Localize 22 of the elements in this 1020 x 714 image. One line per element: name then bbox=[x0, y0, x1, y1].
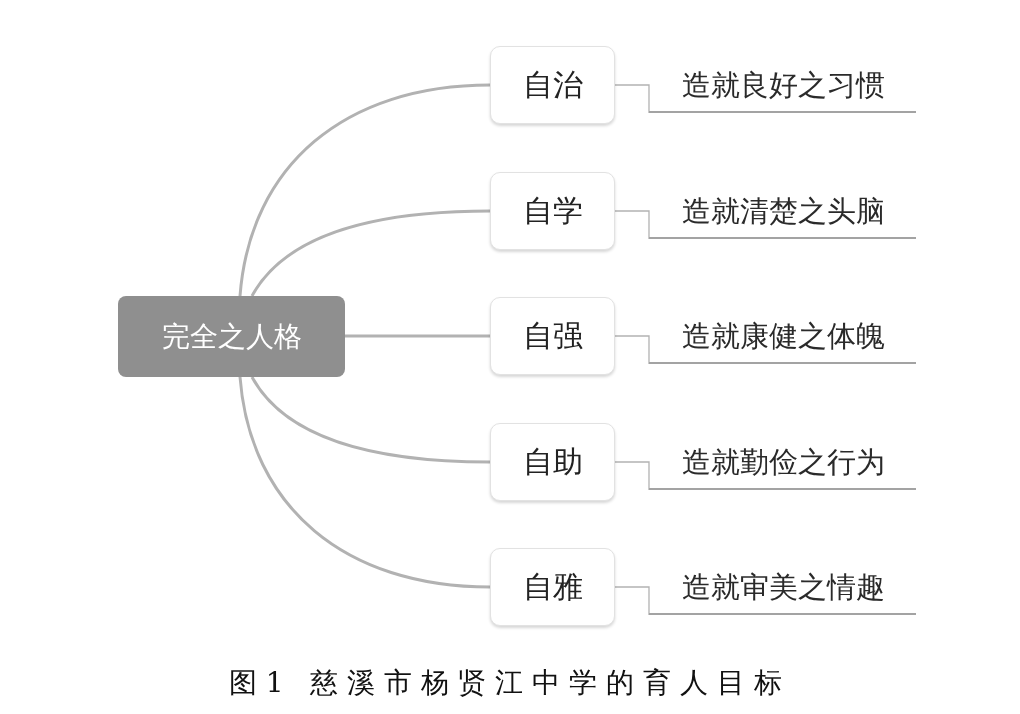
branch-line bbox=[238, 376, 491, 589]
branch-label: 造就审美之情趣 bbox=[649, 562, 916, 615]
branch-label: 造就良好之习惯 bbox=[649, 60, 916, 113]
branch-line bbox=[250, 376, 491, 464]
branch-label: 造就勤俭之行为 bbox=[649, 437, 916, 490]
branch-label: 造就清楚之头脑 bbox=[649, 186, 916, 239]
central-topic-box: 完全之人格 bbox=[118, 296, 345, 377]
connector-line bbox=[614, 84, 650, 114]
connector-line bbox=[614, 461, 650, 491]
branch-line bbox=[345, 334, 490, 338]
topic-box: 自雅 bbox=[490, 548, 615, 626]
topic-box: 自助 bbox=[490, 423, 615, 501]
topic-box: 自学 bbox=[490, 172, 615, 250]
topic-box: 自强 bbox=[490, 297, 615, 375]
branch-line bbox=[238, 83, 491, 297]
branch-line bbox=[250, 209, 491, 297]
connector-line bbox=[614, 586, 650, 616]
connector-line bbox=[614, 335, 650, 365]
branch-label: 造就康健之体魄 bbox=[649, 311, 916, 364]
caption: 图1 慈溪市杨贤江中学的育人目标 bbox=[228, 666, 792, 699]
connector-line bbox=[614, 210, 650, 240]
topic-box: 自治 bbox=[490, 46, 615, 124]
